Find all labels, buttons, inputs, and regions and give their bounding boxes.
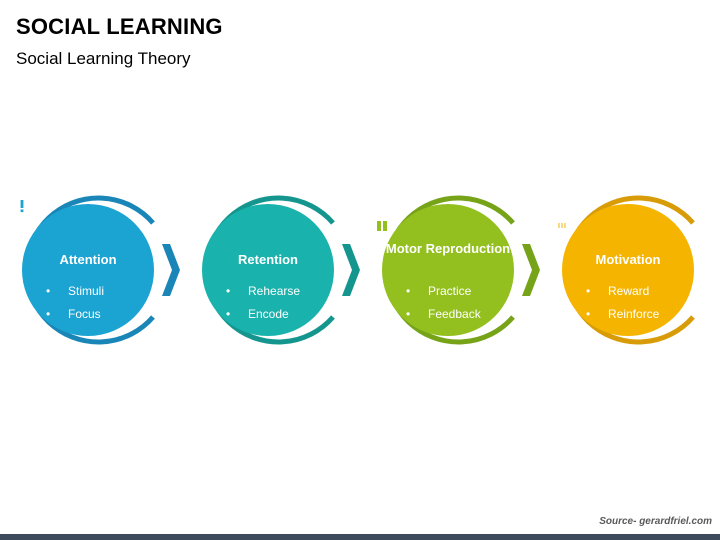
stage-bullets: Practice Feedback [406,280,516,326]
stage-bullets: Rehearse Encode [226,280,336,326]
bullet-item: Focus [46,303,156,326]
stage-heading: Attention [59,252,117,267]
bullet-item: Reward [586,280,696,303]
bullet-item: Encode [226,303,336,326]
stage-retention: Retention Rehearse Encode [188,190,348,350]
chevron-arrow-icon [162,244,180,296]
chevron-arrow-icon [522,244,540,296]
bottom-bar [0,534,720,540]
warning-icon [10,193,34,214]
chevron-arrow-icon [342,244,360,296]
bullet-item: Feedback [406,303,516,326]
stage-motivation: Motivation Reward Reinforce [548,190,708,350]
process-diagram: Attention Stimuli Focus Retention Rehear… [0,180,720,360]
source-credit: Source- gerardfriel.com [599,516,712,527]
bullet-item: Reinforce [586,303,696,326]
stage-heading: Retention [238,252,298,267]
stage-attention: Attention Stimuli Focus [8,190,168,350]
stage-heading: Motivation [595,252,661,267]
stage-motor-reproduction: Motor Reproduction Practice Feedback [368,190,528,350]
slide-subtitle: Social Learning Theory [16,49,191,68]
machine-icon [371,218,393,234]
slide-title: SOCIAL LEARNING [16,14,223,39]
user-cycle-icon [190,192,214,216]
bullet-item: Rehearse [226,280,336,303]
stage-bullets: Reward Reinforce [586,280,696,326]
bullet-item: Stimuli [46,280,156,303]
bullet-item: Practice [406,280,516,303]
stage-bullets: Stimuli Focus [46,280,156,326]
fist-raised-icon [548,215,576,240]
stage-heading: Motor Reproduction [385,241,511,256]
